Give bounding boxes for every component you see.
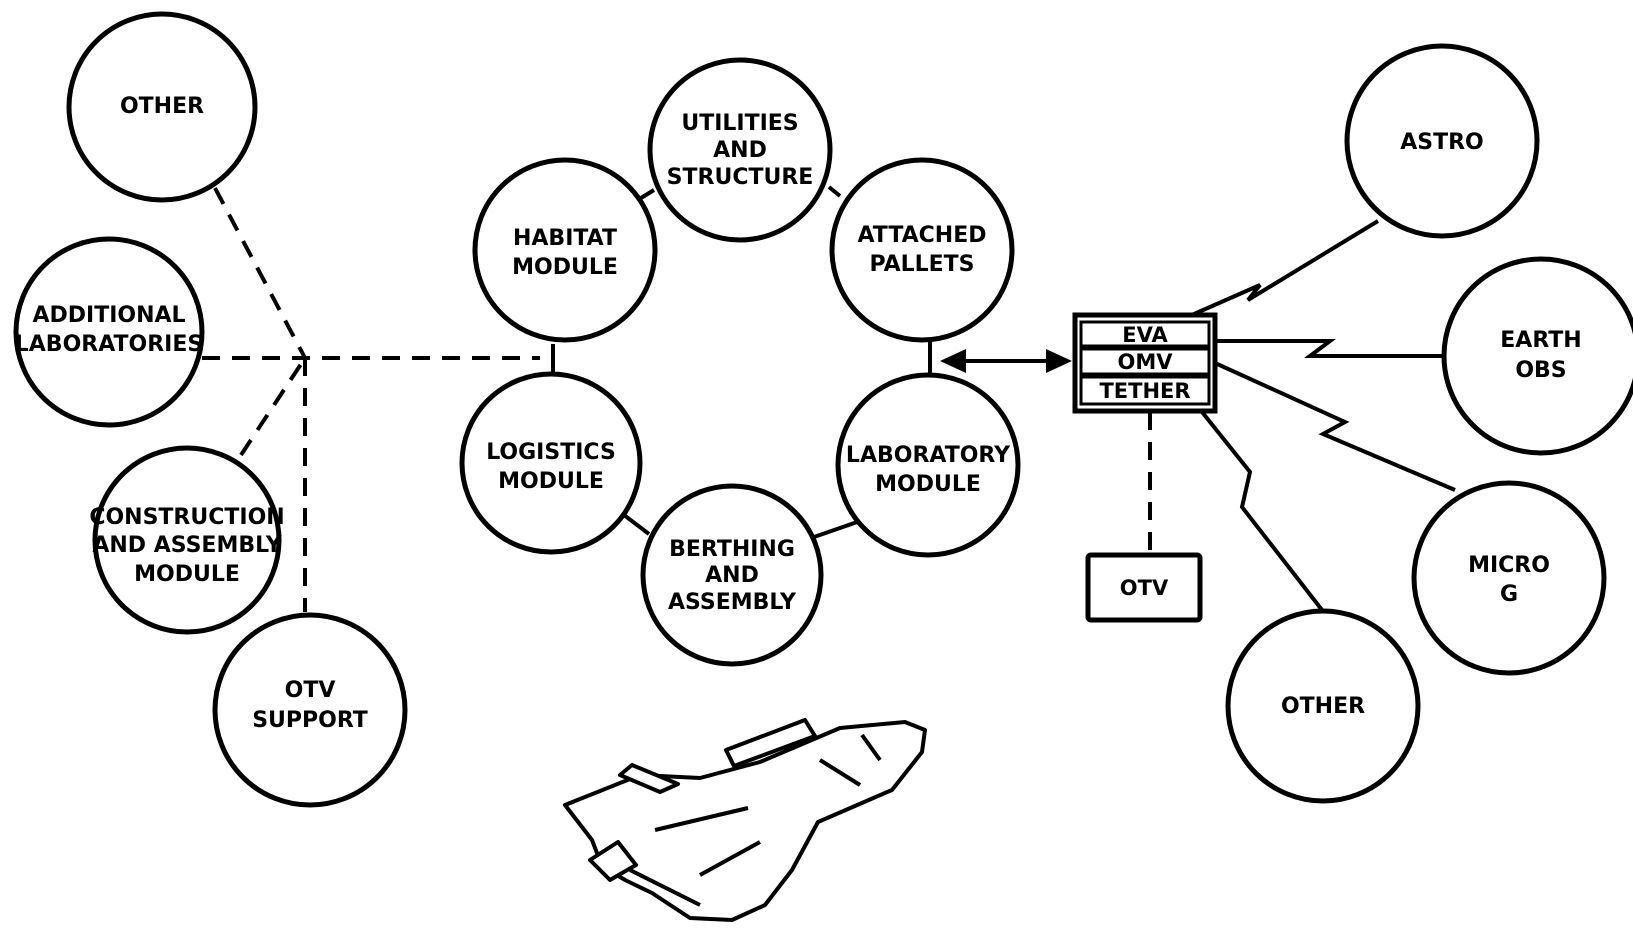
label-astro: ASTRO [1400,130,1484,155]
label-earth-obs-2: OBS [1515,358,1566,383]
node-earth-obs [1444,259,1633,453]
label-laboratory-2: MODULE [875,472,981,497]
label-logistics-1: LOGISTICS [486,440,616,465]
label-tether: TETHER [1099,379,1190,403]
label-habitat-2: MODULE [512,255,618,280]
label-utilities-3: STRUCTURE [667,165,814,190]
label-utilities-1: UTILITIES [681,111,798,136]
label-otv-support-1: OTV [285,678,336,703]
label-left-other: OTHER [120,94,204,119]
label-otv-support-2: SUPPORT [252,708,368,733]
label-micro-g-2: G [1500,582,1518,607]
label-construction-3: MODULE [134,562,240,587]
label-additional-laboratories-2: LABORATORIES [15,332,203,357]
label-eva: EVA [1122,323,1168,347]
label-construction-1: CONSTRUCTION [89,505,284,530]
label-construction-2: AND ASSEMBLY [92,533,282,558]
label-micro-g-1: MICRO [1468,553,1550,578]
radio-links [1185,221,1455,610]
node-micro-g [1414,483,1604,673]
label-earth-obs-1: EARTH [1500,328,1581,353]
label-otv-box: OTV [1120,576,1169,600]
label-berthing-1: BERTHING [669,537,795,562]
label-omv: OMV [1117,350,1173,374]
label-right-other: OTHER [1281,694,1365,719]
label-berthing-2: AND [705,563,759,588]
label-additional-laboratories: ADDITIONAL [32,303,185,328]
label-habitat-1: HABITAT [513,226,617,251]
node-attached-pallets [832,160,1012,340]
label-laboratory-1: LABORATORY [846,443,1011,468]
space-shuttle-icon [565,720,925,920]
label-berthing-3: ASSEMBLY [668,590,797,615]
label-utilities-2: AND [713,138,767,163]
label-logistics-2: MODULE [498,469,604,494]
label-pallets-1: ATTACHED [857,223,986,248]
label-pallets-2: PALLETS [869,252,974,277]
